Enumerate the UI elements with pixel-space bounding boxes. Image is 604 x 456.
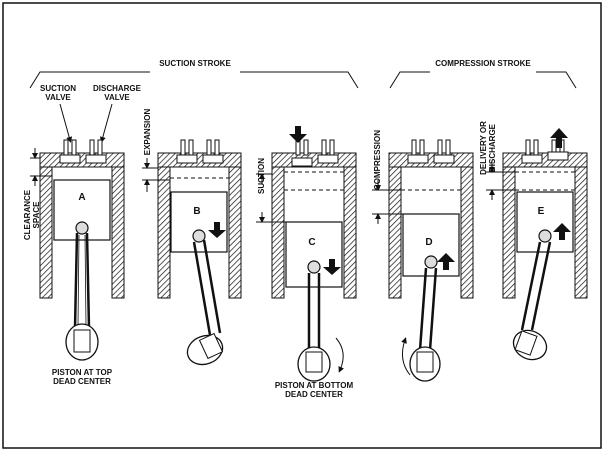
- down-arrow-c-icon: [323, 259, 341, 275]
- cylinder-a: [39, 139, 125, 299]
- discharge-valve-label-1: DISCHARGE: [93, 84, 142, 93]
- connecting-rod-e: [512, 241, 552, 361]
- suction-valve-label-1: SUCTION: [40, 84, 76, 93]
- discharge-arrow-e-icon: [550, 128, 568, 148]
- clearance-label-2: SPACE: [32, 201, 41, 229]
- connecting-rod-a: [65, 232, 99, 361]
- down-arrow-b-icon: [208, 222, 226, 238]
- suction-stroke-label: SUCTION STROKE: [159, 59, 231, 68]
- piston-c: [285, 221, 343, 288]
- piston-d: [402, 213, 460, 277]
- cylinder-d: [388, 139, 474, 299]
- expansion-dimension: [142, 158, 170, 192]
- clearance-dimension: [30, 148, 52, 186]
- tdc-label-2: DEAD CENTER: [53, 377, 111, 386]
- tdc-label-1: PISTON AT TOP: [52, 368, 113, 377]
- outer-border: [2, 2, 602, 449]
- expansion-label: EXPANSION: [143, 109, 152, 156]
- cylinder-c: [271, 139, 357, 299]
- suction-valve-label-2: VALVE: [45, 93, 71, 102]
- compression-dimension: [372, 180, 403, 224]
- discharge-valve-leader: [99, 103, 113, 143]
- piston-a: [53, 179, 111, 241]
- cylinder-b: [157, 139, 242, 299]
- up-arrow-e-icon: [553, 223, 571, 240]
- suction-dimension: [256, 173, 286, 223]
- compression-stroke-label: COMPRESSION STROKE: [435, 59, 531, 68]
- up-arrow-d-icon: [437, 253, 455, 270]
- discharge-valve-label-2: VALVE: [104, 93, 130, 102]
- compression-stroke-bracket: [389, 71, 577, 89]
- delivery-label-1: DELIVERY OR: [479, 121, 488, 175]
- piston-label-b: B: [193, 206, 200, 217]
- compression-label: COMPRESSION: [373, 130, 382, 190]
- piston-label-e: E: [538, 206, 545, 217]
- wrist-pin-a: [75, 221, 89, 235]
- rotation-arrow-d-icon: [401, 337, 411, 376]
- delivery-label-2: DISCHARGE: [488, 123, 497, 172]
- intake-arrow-c-icon: [289, 126, 307, 143]
- connecting-rod-d: [409, 267, 441, 382]
- connecting-rod-c: [297, 273, 331, 382]
- rotation-arrow-c-icon: [335, 337, 344, 373]
- bdc-label-2: DEAD CENTER: [285, 390, 343, 399]
- suction-stroke-bracket: [29, 71, 359, 89]
- clearance-label-1: CLEARANCE: [23, 189, 32, 240]
- suction-valve-leader: [59, 103, 73, 143]
- suction-label: SUCTION: [257, 158, 266, 194]
- piston-e: [516, 191, 574, 253]
- connecting-rod-b: [186, 239, 224, 366]
- bdc-label-1: PISTON AT BOTTOM: [275, 381, 354, 390]
- piston-label-a: A: [78, 192, 85, 203]
- piston-label-d: D: [425, 237, 432, 248]
- delivery-dimension: [486, 162, 517, 200]
- piston-label-c: C: [308, 237, 315, 248]
